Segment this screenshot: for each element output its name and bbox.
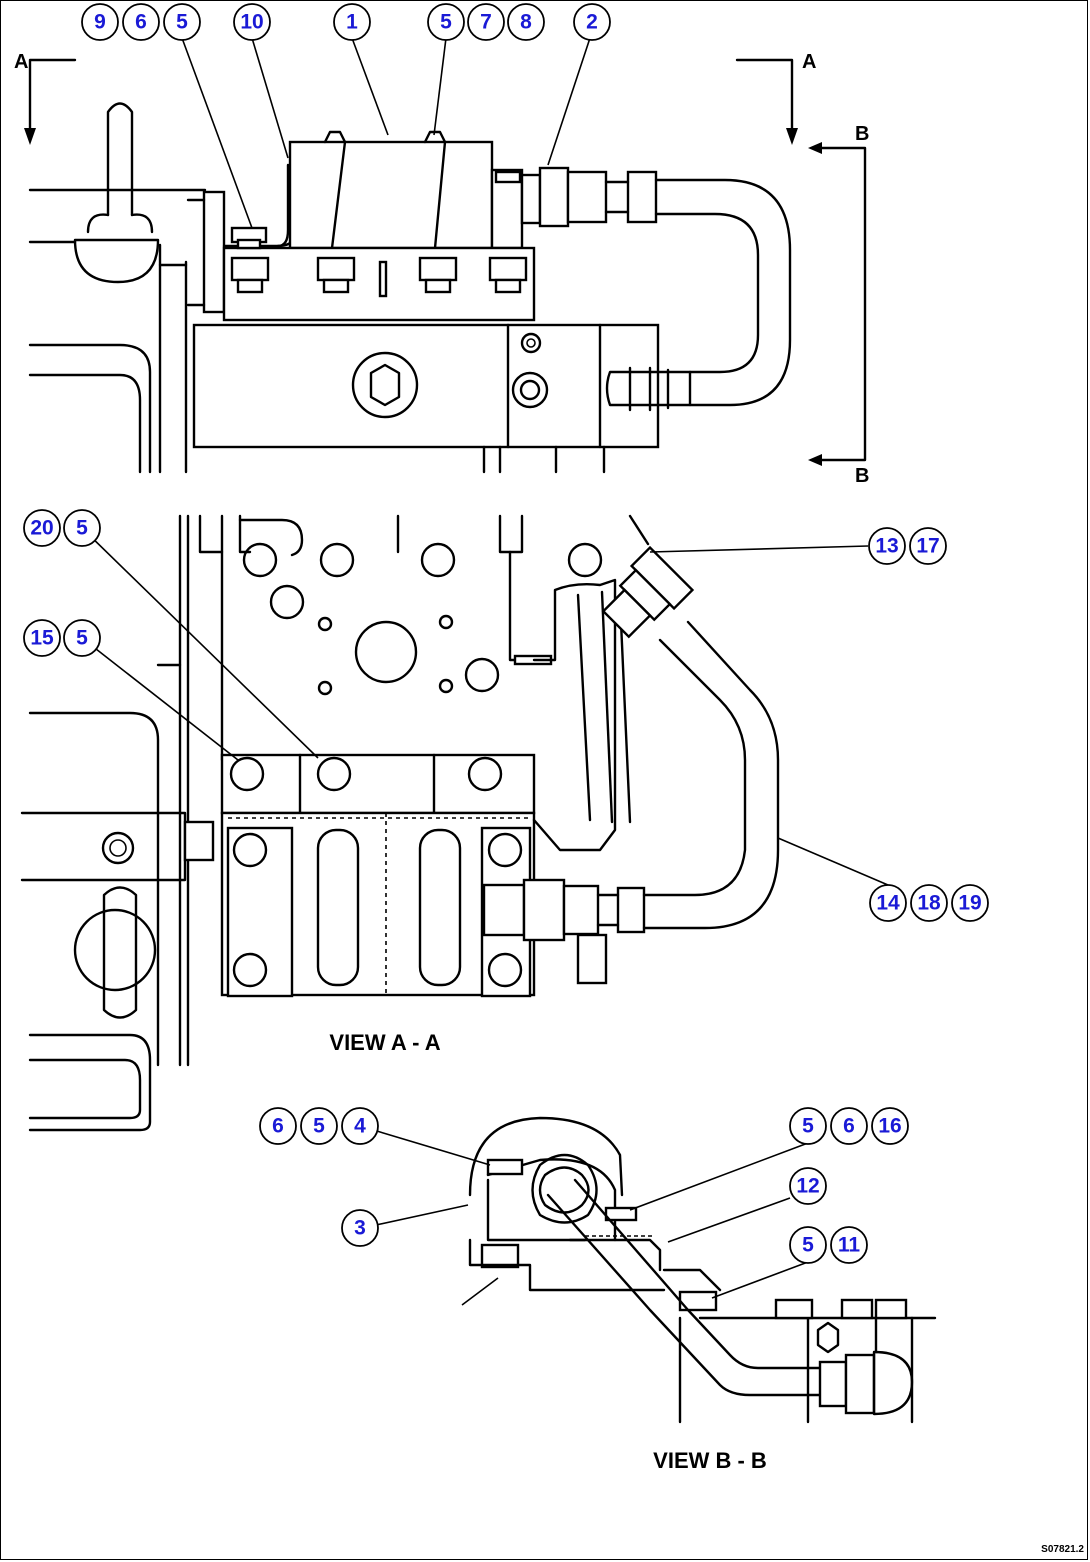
svg-text:10: 10 xyxy=(240,11,263,34)
svg-text:8: 8 xyxy=(520,11,532,34)
leader-lines xyxy=(81,37,889,1306)
svg-text:17: 17 xyxy=(916,535,939,558)
section-label-a-left: A xyxy=(14,51,28,73)
callout-6: 6 xyxy=(259,1107,297,1145)
view-a-a xyxy=(20,514,780,1132)
svg-text:12: 12 xyxy=(796,1175,819,1198)
svg-text:9: 9 xyxy=(94,11,106,34)
svg-text:3: 3 xyxy=(354,1217,366,1240)
callout-5: 5 xyxy=(163,3,201,41)
callout-8: 8 xyxy=(507,3,545,41)
callout-12: 12 xyxy=(789,1167,827,1205)
callout-5: 5 xyxy=(63,619,101,657)
callout-group-top: 9 6 5 10 1 5 7 8 2 xyxy=(81,3,611,41)
svg-text:5: 5 xyxy=(802,1115,814,1138)
callout-group-view-a: 20 5 15 5 13 17 14 18 19 xyxy=(23,509,989,922)
callout-group-view-b: 6 5 4 3 5 6 16 12 5 11 xyxy=(259,1107,909,1264)
base-nuts xyxy=(230,226,528,298)
section-label-b-top: B xyxy=(855,123,869,145)
svg-text:14: 14 xyxy=(876,892,900,915)
callout-5: 5 xyxy=(427,3,465,41)
svg-text:4: 4 xyxy=(354,1115,366,1138)
callout-17: 17 xyxy=(909,527,947,565)
section-label-b-bottom: B xyxy=(855,465,869,487)
svg-text:6: 6 xyxy=(272,1115,284,1138)
svg-text:18: 18 xyxy=(917,892,941,915)
section-label-a-right: A xyxy=(802,51,816,73)
svg-text:5: 5 xyxy=(76,517,88,540)
svg-text:1: 1 xyxy=(346,11,358,34)
callout-5: 5 xyxy=(789,1226,827,1264)
svg-text:6: 6 xyxy=(135,11,147,34)
svg-text:5: 5 xyxy=(313,1115,325,1138)
callout-5: 5 xyxy=(63,509,101,547)
callout-15: 15 xyxy=(23,619,61,657)
callout-7: 7 xyxy=(467,3,505,41)
callout-14: 14 xyxy=(869,884,907,922)
svg-text:2: 2 xyxy=(586,11,598,34)
callout-19: 19 xyxy=(951,884,989,922)
svg-text:13: 13 xyxy=(875,535,898,558)
callout-5: 5 xyxy=(300,1107,338,1145)
plate-bolts xyxy=(242,542,603,696)
callout-20: 20 xyxy=(23,509,61,547)
callout-6: 6 xyxy=(830,1107,868,1145)
svg-text:5: 5 xyxy=(802,1234,814,1257)
svg-text:5: 5 xyxy=(440,11,452,34)
view-label-a-a: VIEW A - A xyxy=(329,1030,440,1055)
svg-text:5: 5 xyxy=(176,11,188,34)
callout-3: 3 xyxy=(341,1209,379,1247)
callout-6: 6 xyxy=(122,3,160,41)
callout-5: 5 xyxy=(789,1107,827,1145)
callout-18: 18 xyxy=(910,884,948,922)
svg-text:5: 5 xyxy=(76,627,88,650)
section-line-b: B B xyxy=(808,123,869,487)
callout-13: 13 xyxy=(868,527,906,565)
section-arrow-a-left: A xyxy=(14,51,77,145)
svg-text:20: 20 xyxy=(30,517,53,540)
callout-10: 10 xyxy=(233,3,271,41)
callout-16: 16 xyxy=(871,1107,909,1145)
svg-text:11: 11 xyxy=(838,1234,861,1257)
callout-9: 9 xyxy=(81,3,119,41)
callout-4: 4 xyxy=(341,1107,379,1145)
view-b-b xyxy=(468,1116,937,1424)
view-label-b-b: VIEW B - B xyxy=(653,1448,767,1473)
callout-11: 11 xyxy=(830,1226,868,1264)
callout-1: 1 xyxy=(333,3,371,41)
top-view: A A B B xyxy=(14,51,869,487)
callout-2: 2 xyxy=(573,3,611,41)
svg-text:19: 19 xyxy=(958,892,981,915)
drawing-number: S07821.2 xyxy=(1041,1544,1084,1555)
svg-text:16: 16 xyxy=(878,1115,901,1138)
section-arrow-a-right: A xyxy=(735,51,816,145)
svg-text:15: 15 xyxy=(30,627,54,650)
svg-text:7: 7 xyxy=(480,11,492,34)
svg-text:6: 6 xyxy=(843,1115,855,1138)
